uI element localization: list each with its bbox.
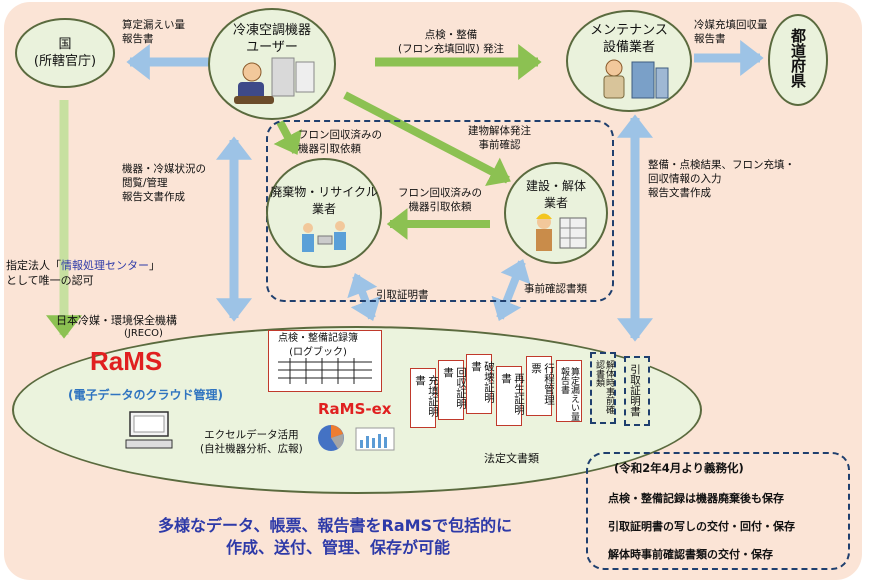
- document-card: 行程管理票: [526, 356, 555, 416]
- label-flon-hikitori-1: フロン回収済みの 機器引取依頼: [298, 129, 382, 155]
- label-tenken-order: 点検・整備 (フロン充填回収) 発注: [398, 29, 505, 55]
- document-title: 再生証明書: [500, 373, 525, 415]
- node-todofuken: 都道府県: [768, 14, 828, 106]
- node-haiki: 廃棄物・リサイクル 業者: [266, 158, 382, 268]
- label-seibi-input: 整備・点検結果、フロン充填・ 回収情報の入力 報告文書作成: [648, 159, 795, 199]
- label-kiki-status: 機器・冷媒状況の 閲覧/管理 報告文書作成: [122, 163, 206, 203]
- footer-line-2: 作成、送付、管理、保存が可能: [226, 538, 451, 557]
- document-card: 引取証明書: [624, 356, 650, 426]
- label-jreco-abbr: (JRECO): [124, 328, 163, 339]
- node-kensetsu-label: 建設・解体 業者: [525, 179, 586, 210]
- arrow-haiki-rams: [347, 273, 381, 321]
- obligation-title: (令和2年4月より義務化): [614, 461, 744, 475]
- construction-worker-icon: [536, 213, 587, 251]
- obligation-item-2: 引取証明書の写しの交付・回付・保存: [608, 520, 795, 533]
- document-title: 充填証明書: [414, 375, 439, 417]
- node-maint: メンテナンス 設備業者: [566, 10, 692, 112]
- document-title: 引取証明書: [629, 364, 641, 417]
- document-card: 回収証明書: [438, 360, 467, 420]
- document-title: 行程管理票: [530, 363, 555, 405]
- logbook-card: [268, 330, 382, 392]
- obligation-box: [586, 452, 850, 570]
- label-flon-hikitori-2: フロン回収済みの 機器引取依頼: [398, 187, 482, 213]
- recycle-workers-icon: [302, 221, 346, 252]
- rams-ex-label: RaMS-ex: [318, 400, 392, 418]
- footer-line-1: 多様なデータ、帳票、報告書をRaMSで包括的に: [158, 516, 513, 535]
- arrow-user-to-kensetsu: [343, 91, 511, 187]
- label-santei: 算定漏えい量 報告書: [122, 19, 185, 45]
- node-todofuken-label: 都道府県: [789, 28, 807, 88]
- logbook-label: 点検・整備記録簿 (ログブック): [278, 333, 358, 358]
- node-maint-label: メンテナンス 設備業者: [590, 23, 668, 55]
- label-shitei-line2: として唯一の認可: [6, 274, 94, 287]
- document-card: 破壊証明書: [466, 354, 495, 414]
- arrow-kensetsu-rams: [491, 259, 531, 321]
- rams-subtitle: (電子データのクラウド管理): [68, 388, 223, 402]
- label-refill-report: 冷媒充填回収量 報告書: [694, 19, 768, 45]
- document-card: 算定漏えい量報告書: [556, 360, 582, 422]
- maint-worker-icon: [603, 59, 669, 99]
- label-shitei-name: 情報処理センター: [61, 259, 149, 272]
- document-title: 算定漏えい量報告書: [559, 367, 579, 421]
- label-shitei: 指定法人「情報処理センター」 として唯一の認可: [6, 258, 160, 288]
- document-card: 解体時事前確認書類: [590, 352, 616, 424]
- label-shitei-post: 」: [149, 259, 160, 272]
- node-kensetsu: 建設・解体 業者: [504, 162, 608, 264]
- user-person-icon: [234, 57, 315, 104]
- node-haiki-label: 廃棄物・リサイクル 業者: [270, 185, 378, 216]
- label-kaitai-order: 建物解体発注 事前確認: [468, 125, 531, 151]
- label-hikitori-shomei: 引取証明書: [376, 289, 429, 301]
- label-shitei-pre: 指定法人「: [6, 259, 61, 272]
- label-jreco: 日本冷媒・環境保全機構: [56, 314, 177, 327]
- document-title: 解体時事前確認書類: [594, 360, 614, 414]
- node-kuni: 国 (所轄官庁): [15, 18, 115, 88]
- node-user: 冷凍空調機器 ユーザー: [208, 8, 336, 120]
- node-kuni-label: 国 (所轄官庁): [33, 37, 97, 69]
- document-card: 再生証明書: [496, 366, 525, 426]
- label-excel: エクセルデータ活用 (自社機器分析、広報): [200, 429, 303, 455]
- obligation-item-3: 解体時事前確認書類の交付・保存: [608, 548, 773, 561]
- node-user-label: 冷凍空調機器 ユーザー: [232, 23, 311, 55]
- rams-title: RaMS: [90, 346, 163, 376]
- label-jizen-kakunin: 事前確認書類: [524, 283, 587, 295]
- label-houtei: 法定文書類: [484, 452, 539, 465]
- document-card: 充填証明書: [410, 368, 439, 428]
- document-title: 回収証明書: [442, 367, 467, 409]
- document-title: 破壊証明書: [470, 361, 495, 403]
- obligation-item-1: 点検・整備記録は機器廃棄後も保存: [608, 492, 784, 505]
